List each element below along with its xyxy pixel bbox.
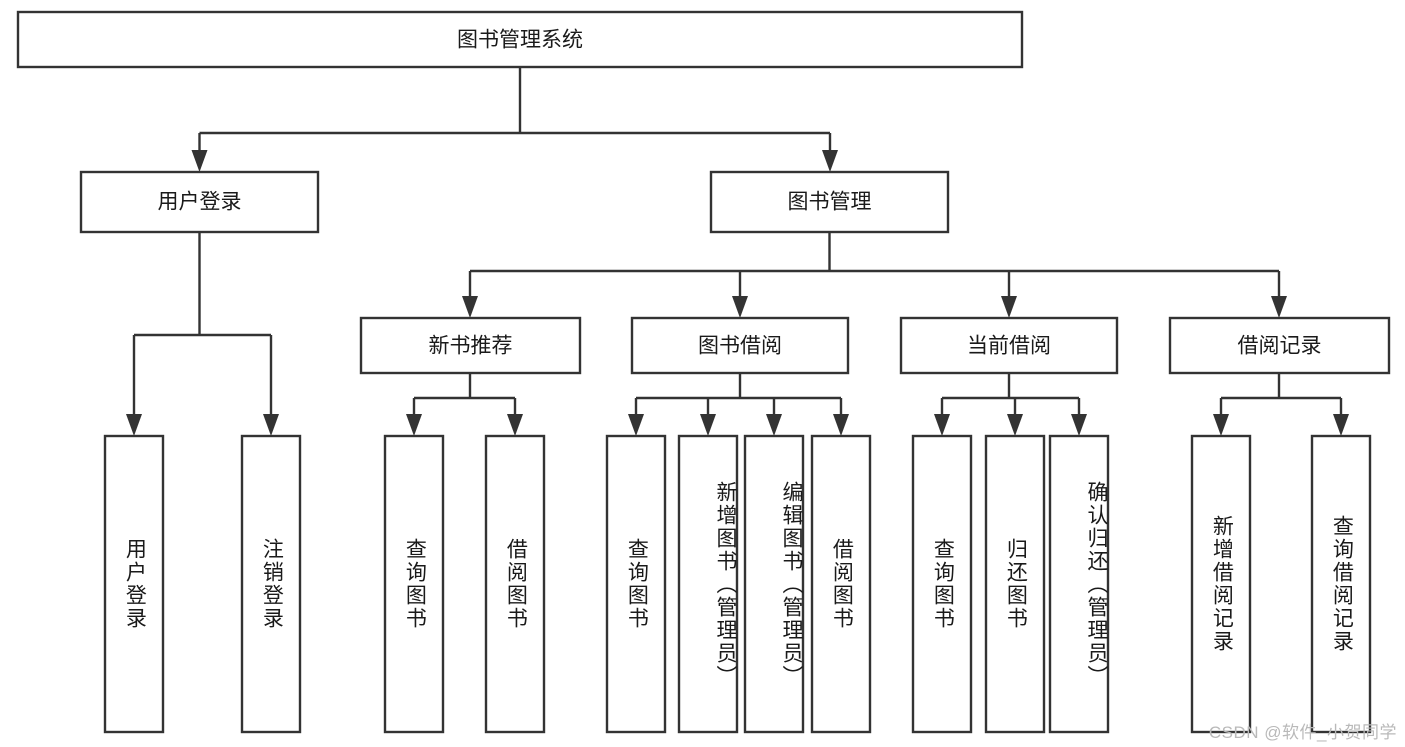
node-leaf-query-record-box[interactable]: [1310, 434, 1372, 734]
node-borrow-record-label: 借阅记录: [1238, 335, 1322, 358]
arrow-head-leaf-query-book-1: [406, 414, 422, 436]
arrow-head-leaf-user-login: [126, 414, 142, 436]
node-book-manage-label: 图书管理: [788, 191, 872, 214]
arrow-head-book-manage: [822, 150, 838, 172]
node-new-book-rec-box[interactable]: [359, 316, 582, 375]
arrow-head-leaf-add-record: [1213, 414, 1229, 436]
node-new-book-rec-label: 新书推荐: [429, 335, 513, 358]
node-leaf-return-book-box[interactable]: [984, 434, 1046, 734]
arrow-head-new-book-rec: [462, 296, 478, 318]
node-leaf-query-book-2-box[interactable]: [605, 434, 667, 734]
node-leaf-borrow-book-2-box[interactable]: [810, 434, 872, 734]
node-book-manage[interactable]: 图书管理: [709, 170, 950, 234]
arrow-head-leaf-query-book-2: [628, 414, 644, 436]
node-leaf-add-record-box[interactable]: [1190, 434, 1252, 734]
arrow-head-leaf-confirm-return: [1071, 414, 1087, 436]
node-user-login-label: 用户登录: [158, 191, 242, 214]
arrow-head-leaf-return-book: [1007, 414, 1023, 436]
node-book-borrow[interactable]: 图书借阅: [630, 316, 850, 375]
node-leaf-borrow-book-1-box[interactable]: [484, 434, 546, 734]
node-leaf-edit-book-box[interactable]: [743, 434, 805, 734]
node-current-borrow-box[interactable]: [899, 316, 1119, 375]
node-user-login[interactable]: 用户登录: [79, 170, 320, 234]
arrow-head-leaf-borrow-book-1: [507, 414, 523, 436]
node-new-book-rec[interactable]: 新书推荐: [359, 316, 582, 375]
node-leaf-query-book-3-box[interactable]: [911, 434, 973, 734]
node-leaf-add-book-box[interactable]: [677, 434, 739, 734]
arrow-head-user-login: [191, 150, 208, 172]
node-leaf-logout-box[interactable]: [240, 434, 302, 734]
arrow-head-leaf-borrow-book-2: [833, 414, 849, 436]
arrow-head-current-borrow: [1001, 296, 1017, 318]
connector-group: [126, 67, 1349, 436]
node-borrow-record-box[interactable]: [1168, 316, 1391, 375]
leaf-node-group: [103, 434, 1372, 734]
node-leaf-query-book-1-box[interactable]: [383, 434, 445, 734]
node-leaf-confirm-return-box[interactable]: [1048, 434, 1110, 734]
node-root-label: 图书管理系统: [457, 29, 583, 52]
arrow-head-leaf-query-record: [1333, 414, 1349, 436]
node-leaf-user-login-box[interactable]: [103, 434, 165, 734]
arrow-head-leaf-edit-book: [766, 414, 782, 436]
node-user-login-box[interactable]: [79, 170, 320, 234]
node-borrow-record[interactable]: 借阅记录: [1168, 316, 1391, 375]
node-current-borrow-label: 当前借阅: [967, 335, 1051, 358]
node-current-borrow[interactable]: 当前借阅: [899, 316, 1119, 375]
arrow-head-leaf-logout: [263, 414, 279, 436]
arrow-head-leaf-query-book-3: [934, 414, 950, 436]
arrow-head-book-borrow: [732, 296, 748, 318]
node-book-manage-box[interactable]: [709, 170, 950, 234]
node-book-borrow-box[interactable]: [630, 316, 850, 375]
node-book-borrow-label: 图书借阅: [698, 335, 782, 358]
node-root[interactable]: 图书管理系统: [16, 10, 1024, 69]
arrow-head-leaf-add-book: [700, 414, 716, 436]
csdn-watermark: CSDN @软件_小贺同学: [1208, 723, 1397, 742]
node-root-box[interactable]: [16, 10, 1024, 69]
arrow-head-borrow-record: [1271, 296, 1287, 318]
